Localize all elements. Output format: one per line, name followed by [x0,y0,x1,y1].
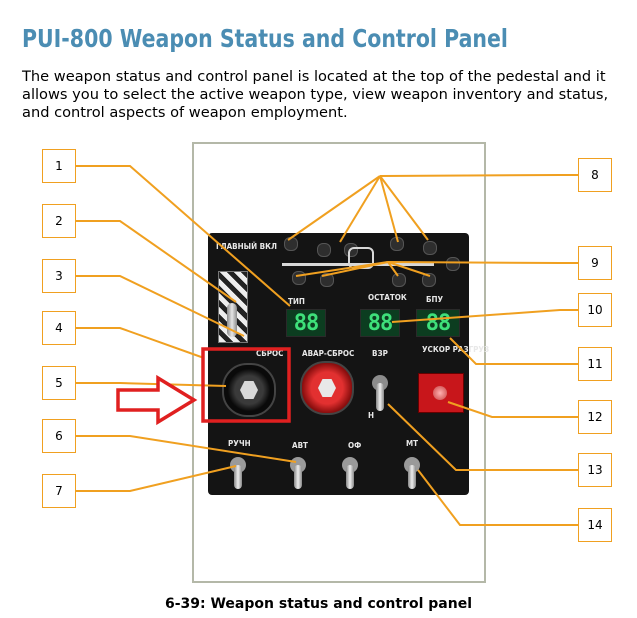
leader-line-8a [287,175,381,241]
rapid-release-label: УСКОР РАЗГРУЗ [422,345,490,354]
master-arm-switch[interactable] [227,303,237,337]
callout-4: 4 [42,311,76,345]
remaining-display: 88 [360,309,400,337]
leader-line-5 [76,382,227,387]
manual-label: РУЧН [228,439,251,448]
weapon-control-panel: ГЛАВНЫЙ ВКЛ ТИП ОСТАТОК БПУ 88 88 88 СБР… [208,233,490,495]
leader-line-12 [447,401,578,418]
jettison-partial-label: СБРОС [256,349,284,358]
auto-toggle-switch[interactable] [294,465,302,489]
lamp [317,243,331,257]
leader-line-1 [76,165,291,307]
upu-display: 88 [416,309,460,337]
fire-toggle-switch[interactable] [346,465,354,489]
callout-2: 2 [42,204,76,238]
callout-5: 5 [42,366,76,400]
leader-line-13 [387,403,578,471]
lamp [423,241,437,255]
leader-line-10 [391,309,578,323]
lamp [422,273,436,287]
leader-line-8c [379,175,399,243]
callout-7: 7 [42,474,76,508]
master-arm-label: ГЛАВНЫЙ ВКЛ [216,242,277,251]
mg-label: МТ [406,439,419,448]
vzr-label: ВЗР [372,349,388,358]
leader-line-6 [76,435,297,463]
lamp [446,257,460,271]
type-display: 88 [286,309,326,337]
leader-line-3 [76,275,245,337]
emergency-jettison-button-cap [318,379,336,397]
lamp [392,273,406,287]
jettison-button-black[interactable] [222,363,276,417]
callout-11: 11 [578,347,612,381]
aircraft-silhouette [282,263,434,266]
leader-line-11 [449,337,578,365]
fire-label: ОФ [348,441,362,450]
leader-line-8b [339,175,381,243]
leader-line-9c [387,261,399,277]
leader-line-9d [387,261,431,277]
highlight-arrow-icon [116,374,198,426]
page-title: PUI-800 Weapon Status and Control Panel [22,24,508,53]
vzr-off-label: Н [368,411,375,420]
emergency-jettison-button[interactable] [300,361,354,415]
leader-line-8 [379,174,578,177]
emergency-jettison-label: АВАР-СБРОС [302,349,355,358]
jettison-button-cap [240,381,258,399]
upu-label: БПУ [426,295,444,304]
rapid-release-lamp [433,386,447,400]
leader-line-9b [321,261,389,277]
manual-toggle-switch[interactable] [234,465,242,489]
callout-3: 3 [42,259,76,293]
type-label: ТИП [288,297,305,306]
vzr-toggle-switch[interactable] [376,383,384,411]
callout-14: 14 [578,508,612,542]
mg-toggle-switch[interactable] [408,465,416,489]
callout-13: 13 [578,453,612,487]
leader-line-7 [76,465,237,492]
remaining-label: ОСТАТОК [368,293,407,302]
callout-12: 12 [578,400,612,434]
rapid-release-guard[interactable] [418,373,464,413]
auto-label: АВТ [292,441,308,450]
description-paragraph: The weapon status and control panel is l… [22,68,609,121]
callout-10: 10 [578,293,612,327]
leader-line-4 [76,327,205,359]
callout-6: 6 [42,419,76,453]
callout-9: 9 [578,246,612,280]
callout-8: 8 [578,158,612,192]
leader-line-2 [76,220,237,303]
leader-line-14 [417,469,578,526]
highlight-box [201,347,291,423]
leader-line-8d [379,175,429,241]
callout-1: 1 [42,149,76,183]
leader-line-9 [387,261,578,264]
figure-caption: 6-39: Weapon status and control panel [164,596,473,612]
